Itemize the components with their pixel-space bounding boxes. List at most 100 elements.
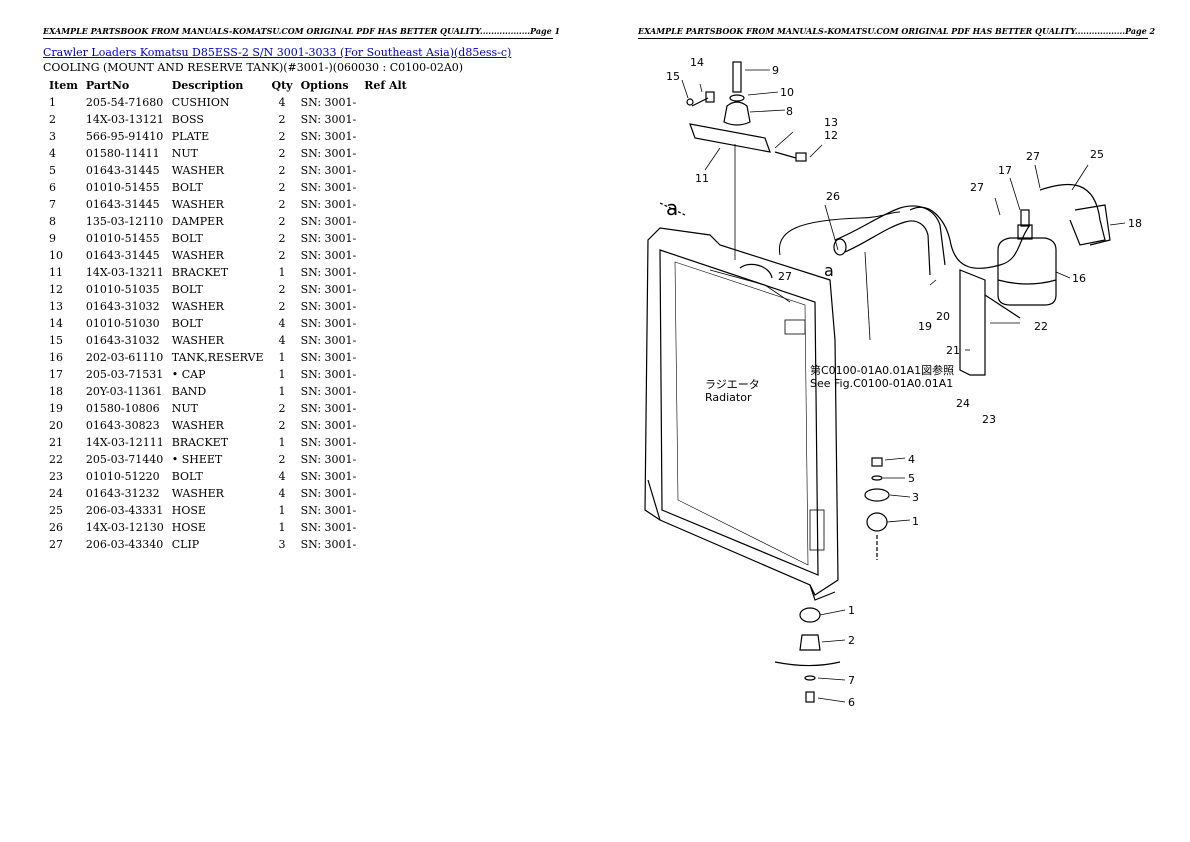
svg-text:26: 26	[826, 190, 840, 203]
view-marker-a: a	[666, 196, 678, 220]
svg-text:16: 16	[1072, 272, 1086, 285]
table-cell-qty: 1	[278, 385, 286, 398]
table-cell-part: 01643-31032	[85, 334, 160, 347]
table-cell-qty: 2	[278, 300, 286, 313]
table-cell-qty: 1	[278, 521, 286, 534]
svg-text:2: 2	[848, 634, 855, 647]
table-cell-opt: SN: 3001-	[300, 300, 357, 313]
table-cell-item: 4	[49, 147, 56, 160]
radiator-drawing	[644, 227, 839, 601]
col-header: Options	[300, 78, 349, 92]
svg-text:27: 27	[778, 270, 792, 283]
breadcrumb-link[interactable]: Crawler Loaders Komatsu D85ESS-2 S/N 300…	[43, 46, 512, 59]
mount-drawing	[774, 457, 890, 703]
svg-text:11: 11	[695, 172, 709, 185]
table-cell-part: 01010-51030	[85, 317, 160, 330]
table-cell-qty: 2	[278, 453, 286, 466]
svg-text:21: 21	[946, 344, 960, 357]
svg-text:5: 5	[908, 472, 915, 485]
table-cell-desc: BRACKET	[171, 436, 229, 449]
table-cell-qty: 1	[278, 368, 286, 381]
table-cell-desc: WASHER	[171, 487, 224, 500]
table-cell-refalt	[360, 349, 411, 366]
table-cell-opt: SN: 3001-	[300, 419, 357, 432]
table-cell-refalt	[360, 213, 411, 230]
table-cell-desc: BOLT	[171, 181, 203, 194]
table-cell-refalt	[360, 128, 411, 145]
table-cell-qty: 1	[278, 504, 286, 517]
svg-text:20: 20	[936, 310, 950, 323]
page-subtitle: COOLING (MOUNT AND RESERVE TANK)(#3001-)…	[43, 61, 464, 74]
table-cell-desc: CLIP	[171, 538, 200, 551]
table-cell-desc: CUSHION	[171, 96, 230, 109]
col-header: Ref Alt	[364, 78, 407, 92]
table-cell-item: 24	[49, 487, 63, 500]
svg-text:23: 23	[982, 413, 996, 426]
table-cell-qty: 2	[278, 402, 286, 415]
table-cell-desc: NUT	[171, 402, 198, 415]
reserve-tank-drawing	[959, 183, 1111, 376]
table-cell-item: 10	[49, 249, 63, 262]
table-cell-opt: SN: 3001-	[300, 96, 357, 109]
table-cell-item: 2	[49, 113, 56, 126]
table-cell-item: 12	[49, 283, 63, 296]
table-cell-qty: 2	[278, 232, 286, 245]
table-cell-opt: SN: 3001-	[300, 470, 357, 483]
table-cell-qty: 2	[278, 113, 286, 126]
table-cell-part: 205-03-71440	[85, 453, 164, 466]
hose-drawing	[778, 205, 1031, 276]
table-cell-item: 5	[49, 164, 56, 177]
table-cell-part: 01643-31445	[85, 198, 160, 211]
table-cell-refalt	[360, 315, 411, 332]
table-cell-qty: 2	[278, 283, 286, 296]
table-cell-opt: SN: 3001-	[300, 453, 357, 466]
svg-text:18: 18	[1128, 217, 1142, 230]
table-cell-part: 01580-11411	[85, 147, 160, 160]
table-cell-refalt	[360, 536, 411, 553]
table-cell-qty: 4	[278, 470, 286, 483]
table-cell-part: 01643-30823	[85, 419, 160, 432]
table-cell-qty: 2	[278, 215, 286, 228]
table-cell-desc: HOSE	[171, 521, 206, 534]
table-cell-refalt	[360, 111, 411, 128]
svg-text:15: 15	[666, 70, 680, 83]
table-cell-part: 01643-31445	[85, 164, 160, 177]
table-cell-part: 202-03-61110	[85, 351, 164, 364]
table-cell-part: 205-03-71531	[85, 368, 164, 381]
table-cell-item: 26	[49, 521, 63, 534]
table-cell-part: 01643-31232	[85, 487, 160, 500]
table-cell-item: 20	[49, 419, 63, 432]
table-cell-part: 01010-51035	[85, 283, 160, 296]
table-cell-refalt	[360, 332, 411, 349]
table-cell-opt: SN: 3001-	[300, 164, 357, 177]
svg-text:25: 25	[1090, 148, 1104, 161]
col-header: Description	[171, 78, 244, 92]
table-cell-item: 14	[49, 317, 63, 330]
svg-text:27: 27	[1026, 150, 1040, 163]
table-cell-desc: BAND	[171, 385, 207, 398]
table-cell-opt: SN: 3001-	[300, 368, 357, 381]
table-cell-qty: 2	[278, 198, 286, 211]
svg-text:27: 27	[970, 181, 984, 194]
svg-text:7: 7	[848, 674, 855, 687]
table-cell-item: 22	[49, 453, 63, 466]
table-cell-item: 7	[49, 198, 56, 211]
table-cell-part: 14X-03-13121	[85, 113, 164, 126]
radiator-jp-label: ラジエータ	[705, 378, 760, 391]
table-cell-part: 566-95-91410	[85, 130, 164, 143]
table-cell-item: 9	[49, 232, 56, 245]
table-cell-desc: TANK,RESERVE	[171, 351, 264, 364]
